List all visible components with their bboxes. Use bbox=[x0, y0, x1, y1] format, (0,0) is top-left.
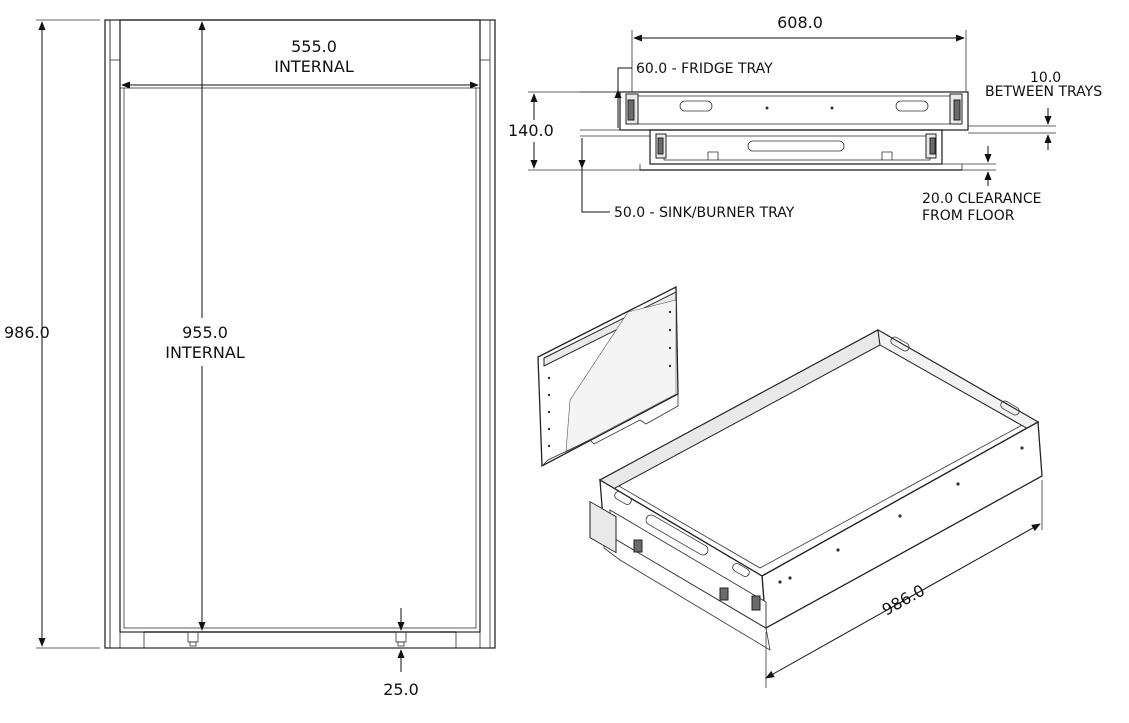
fridge-tray-label: 60.0 - FRIDGE TRAY bbox=[636, 61, 773, 77]
dim-tray-width: 608.0 bbox=[631, 13, 967, 92]
sink-tray-label: 50.0 - SINK/BURNER TRAY bbox=[614, 205, 795, 221]
height-total-label: 986.0 bbox=[4, 323, 50, 342]
tray-width-label: 608.0 bbox=[777, 13, 823, 32]
floor-clearance-line2: FROM FLOOR bbox=[922, 208, 1015, 224]
between-trays-label: BETWEEN TRAYS bbox=[985, 84, 1102, 100]
internal-height-value: 955.0 bbox=[182, 323, 228, 342]
iso-length-label: 986.0 bbox=[879, 581, 928, 620]
dim-sink-tray: 50.0 - SINK/BURNER TRAY bbox=[578, 135, 795, 221]
internal-width-label: INTERNAL bbox=[274, 57, 354, 76]
dim-internal-width: 555.0 INTERNAL bbox=[121, 37, 479, 89]
divider-panel bbox=[537, 285, 679, 468]
dim-total-height: 986.0 bbox=[4, 19, 100, 649]
dim-fridge-tray: 60.0 - FRIDGE TRAY bbox=[580, 61, 773, 131]
between-trays-value: 10.0 bbox=[1030, 70, 1061, 86]
dim-floor-clearance: 20.0 CLEARANCE FROM FLOOR bbox=[922, 146, 1041, 224]
dim-total-tray-height: 140.0 bbox=[506, 91, 640, 171]
fridge-tray bbox=[619, 91, 969, 131]
side-view: 608.0 60.0 - FRIDGE TRAY 140.0 50.0 - SI… bbox=[506, 13, 1102, 224]
dim-between-trays: 10.0 BETWEEN TRAYS bbox=[968, 70, 1102, 150]
foot-height-label: 25.0 bbox=[383, 680, 419, 699]
floor-clearance-line1: 20.0 CLEARANCE bbox=[922, 191, 1041, 207]
sink-burner-tray bbox=[639, 129, 963, 171]
internal-height-label: INTERNAL bbox=[165, 343, 245, 362]
iso-view: 986.0 bbox=[537, 285, 1043, 688]
dim-internal-height: 955.0 INTERNAL bbox=[160, 21, 250, 631]
dim-foot-height: 25.0 bbox=[383, 608, 440, 699]
front-view: 986.0 555.0 INTERNAL 955.0 INTERNAL 25.0 bbox=[4, 19, 496, 699]
internal-width-value: 555.0 bbox=[291, 37, 337, 56]
total-tray-height-label: 140.0 bbox=[508, 121, 554, 140]
